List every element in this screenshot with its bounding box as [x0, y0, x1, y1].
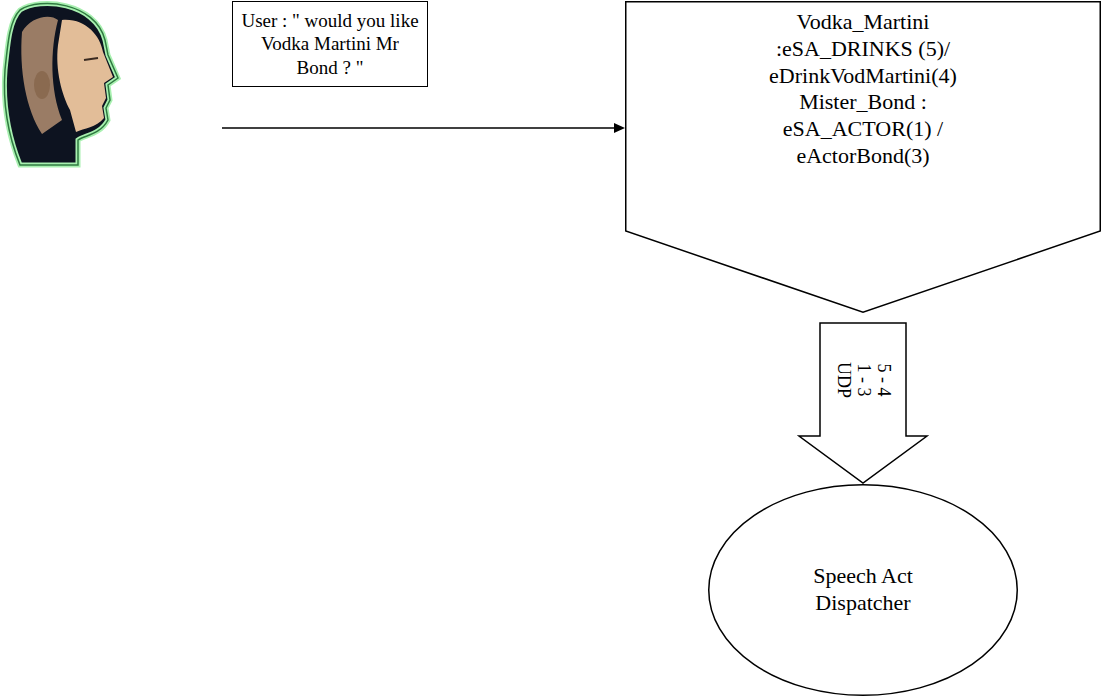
input-arrow-head [614, 123, 625, 133]
head-ear [34, 71, 50, 99]
head-silhouette [4, 4, 118, 165]
token-pentagon: Vodka_Martini :eSA_DRINKS (5)/ eDrinkVod… [625, 1, 1101, 313]
head-skin-back [21, 17, 62, 134]
head-glow [4, 4, 118, 165]
ellipse-shape [709, 485, 1018, 696]
node-text: Speech Act Dispatcher [778, 563, 948, 617]
block-arrow [799, 323, 927, 483]
node-text: User : " would you like Vodka Martini Mr… [239, 9, 421, 79]
head-skin-face [57, 20, 113, 132]
node-text: Vodka_Martini :eSA_DRINKS (5)/ eDrinkVod… [756, 9, 970, 170]
input-arrow [222, 123, 625, 133]
input-arrow-line [222, 127, 616, 129]
head-eye [84, 58, 98, 60]
user-head-illustration [4, 4, 118, 165]
pentagon-shape [626, 2, 1101, 313]
speech-bubble-box: User : " would you like Vodka Martini Mr… [232, 1, 428, 87]
dispatcher-ellipse: Speech Act Dispatcher [708, 484, 1018, 696]
edge-label: 5 - 4 1 - 3 UDP [833, 358, 892, 402]
